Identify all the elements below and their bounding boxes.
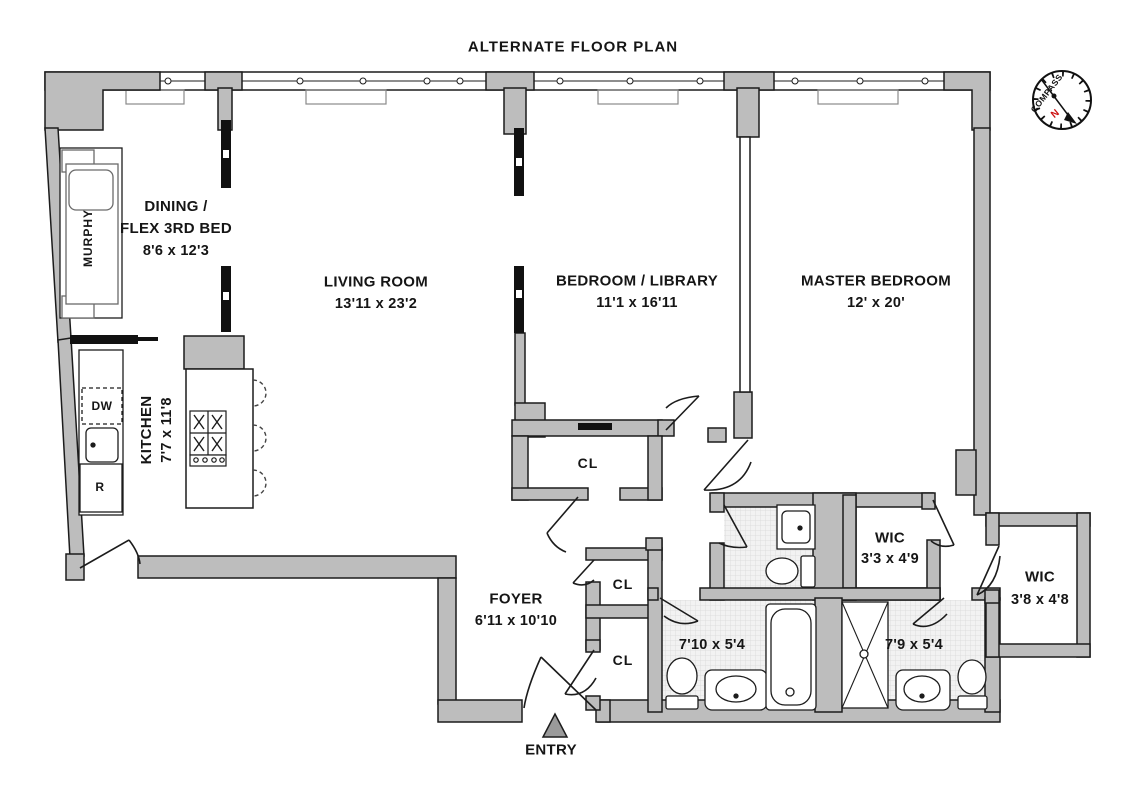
entry-arrow-icon [541, 712, 569, 738]
closet-label-1: CL [577, 455, 599, 471]
powder-room-fixtures [765, 504, 816, 588]
partition-fins [70, 120, 612, 430]
room-dims-wic-1: 3'3 x 4'9 [861, 551, 919, 567]
dining-dims: 8'6 x 12'3 [142, 243, 210, 259]
closet-label-2: CL [612, 576, 634, 592]
room-label-dining: DINING / FLEX 3RD BED 8'6 x 12'3 [120, 196, 232, 262]
stove [189, 410, 227, 467]
kitchen-island [185, 368, 267, 509]
room-dims-wic-2: 3'8 x 4'8 [1011, 592, 1069, 608]
room-label-wic-1: WIC [874, 529, 906, 547]
room-dims-foyer: 6'11 x 10'10 [474, 613, 558, 629]
library-master-wall [739, 136, 751, 393]
murphy-bed [59, 147, 123, 319]
compass-icon: COMPASS N [1029, 70, 1092, 130]
room-dims-master-bedroom: 12' x 20' [847, 295, 905, 311]
walls [44, 71, 1091, 723]
murphy-bed-label: MURPHY [81, 208, 95, 268]
room-label-kitchen: KITCHEN 7'7 x 11'8 [136, 396, 178, 465]
bathroom-2-fixtures [841, 601, 988, 711]
dining-line2: FLEX 3RD BED [120, 220, 232, 237]
room-label-wic-2: WIC [1024, 568, 1056, 586]
room-dims-living: 13'11 x 23'2 [334, 296, 418, 312]
kitchen-counter [78, 349, 124, 516]
entry-label: ENTRY [525, 741, 577, 759]
kitchen-dims: 7'7 x 11'8 [159, 397, 175, 463]
island-stools [252, 379, 267, 497]
refrigerator-label: R [95, 480, 105, 494]
room-label-bedroom-library: BEDROOM / LIBRARY [555, 272, 719, 290]
bathroom-1-fixtures [665, 603, 817, 711]
room-label-living: LIVING ROOM [323, 273, 429, 291]
room-label-master-bedroom: MASTER BEDROOM [800, 272, 952, 290]
kitchen-name: KITCHEN [138, 395, 155, 465]
closet-label-3: CL [612, 652, 634, 668]
room-dims-bath-1: 7'10 x 5'4 [678, 637, 746, 653]
room-dims-bath-2: 7'9 x 5'4 [885, 637, 943, 653]
dishwasher-label: DW [91, 399, 113, 413]
dining-line1: DINING / [144, 198, 208, 215]
room-dims-bedroom-library: 11'1 x 16'11 [596, 295, 678, 311]
page-title: ALTERNATE FLOOR PLAN [467, 38, 679, 56]
room-label-foyer: FOYER [489, 590, 543, 608]
doors [79, 395, 1001, 711]
